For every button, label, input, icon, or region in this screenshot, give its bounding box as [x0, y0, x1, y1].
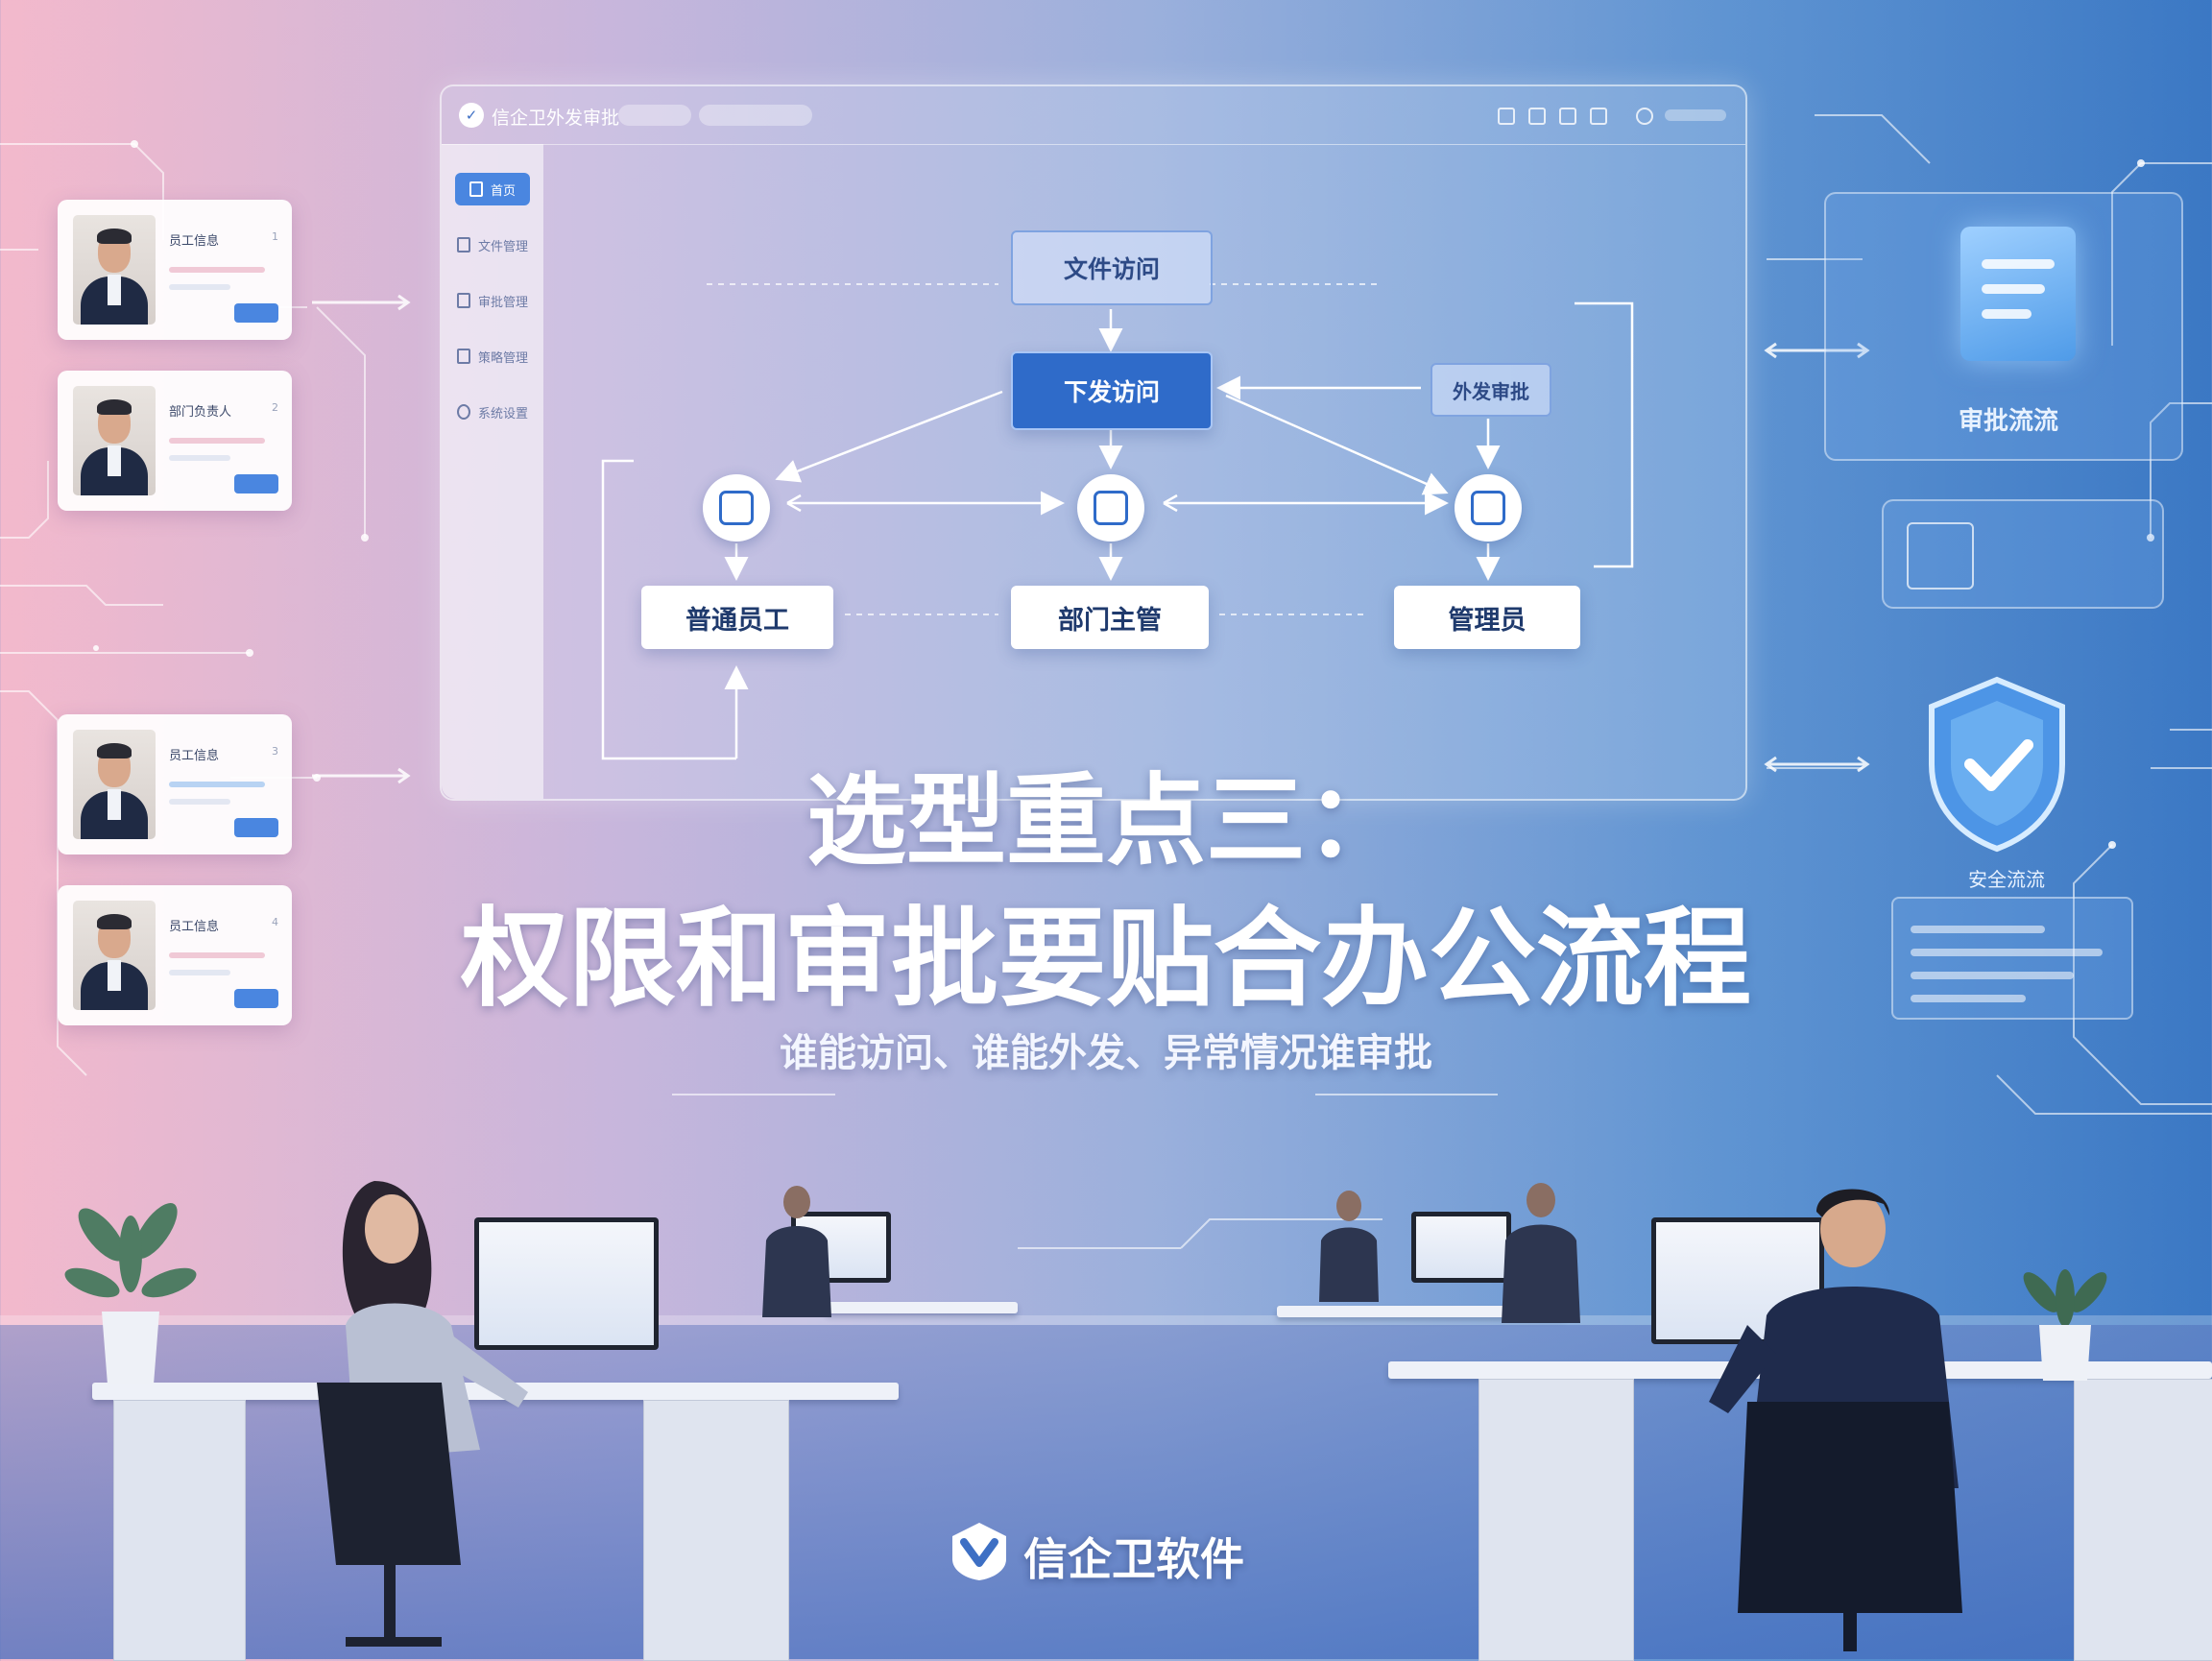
document-icon: [1960, 227, 2076, 361]
drawer-cabinet: [643, 1400, 789, 1661]
profile-action-button[interactable]: [234, 989, 278, 1008]
user-avatar-icon[interactable]: [1636, 108, 1653, 125]
chart-icon: [1907, 522, 1974, 590]
profile-card[interactable]: 员工信息 3: [58, 714, 292, 855]
home-icon: [469, 181, 483, 197]
profile-card[interactable]: 部门负责人 2: [58, 371, 292, 511]
headline-line2: 权限和审批要贴合办公流程: [461, 897, 1751, 1022]
chart-widget: [1882, 499, 2164, 609]
desk: [1277, 1306, 1565, 1317]
external-approval-node[interactable]: 外发审批: [1431, 363, 1551, 417]
window-title: 信企卫外发审批: [492, 108, 620, 129]
drawer-cabinet: [113, 1400, 246, 1661]
avatar: [73, 215, 156, 325]
profile-number: 1: [272, 230, 278, 243]
send-out-access-node[interactable]: 下发访问: [1011, 351, 1213, 430]
role-department-manager[interactable]: 部门主管: [1011, 586, 1209, 649]
subtitle: 谁能访问、谁能外发、异常情况谁审批: [780, 1031, 1432, 1075]
background-worker: [762, 1186, 831, 1317]
profile-name: 员工信息: [169, 234, 220, 249]
security-flow-label: 安全流流: [1968, 868, 2045, 891]
security-list-panel: [1891, 897, 2133, 1020]
approval-icon: [456, 293, 470, 308]
woman-at-desk: [317, 1181, 528, 1647]
drawer-cabinet: [2074, 1379, 2212, 1661]
brand-name: 信企卫软件: [1023, 1533, 1244, 1585]
avatar: [73, 901, 156, 1010]
profile-action-button[interactable]: [234, 303, 278, 323]
shield-check-icon: [1929, 676, 2065, 853]
background-worker: [1319, 1191, 1379, 1302]
man-at-desk: [1709, 1189, 1962, 1651]
admin-role-icon: [1455, 474, 1522, 542]
headline-line1: 选型重点三：: [805, 762, 1406, 879]
profile-card[interactable]: 员工信息 1: [58, 200, 292, 340]
profile-name: 部门负责人: [169, 405, 232, 420]
app-window: ✓ 信企卫外发审批 首页 文件管理 审批管理 策略管理 系统设置: [440, 84, 1747, 801]
address-pill[interactable]: [699, 105, 812, 126]
window-control-icon[interactable]: [1498, 108, 1515, 125]
gear-icon: [456, 404, 470, 420]
profile-name: 员工信息: [169, 920, 220, 934]
window-control-icon[interactable]: [1528, 108, 1546, 125]
background-worker: [1502, 1183, 1580, 1323]
potted-plant: [64, 1203, 197, 1384]
profile-number: 4: [272, 916, 278, 928]
manager-role-icon: [1077, 474, 1144, 542]
policy-icon: [456, 349, 470, 364]
role-administrator[interactable]: 管理员: [1394, 586, 1580, 649]
profile-action-button[interactable]: [234, 474, 278, 493]
monitor: [474, 1217, 659, 1350]
desk: [826, 1302, 1018, 1313]
window-titlebar: ✓ 信企卫外发审批: [442, 86, 1745, 145]
sidebar-item-approvals[interactable]: 审批管理: [455, 284, 530, 317]
sidebar-item-home[interactable]: 首页: [455, 173, 530, 205]
profile-number: 2: [272, 401, 278, 414]
profile-number: 3: [272, 745, 278, 758]
role-employee[interactable]: 普通员工: [641, 586, 833, 649]
profile-card[interactable]: 员工信息 4: [58, 885, 292, 1025]
app-logo-icon: ✓: [459, 103, 484, 128]
brand-logo-icon: [952, 1523, 1006, 1580]
avatar: [73, 730, 156, 839]
window-control-icon[interactable]: [1559, 108, 1576, 125]
profile-name: 员工信息: [169, 749, 220, 763]
sidebar-item-policies[interactable]: 策略管理: [455, 340, 530, 373]
drawer-cabinet: [1479, 1379, 1634, 1661]
user-menu[interactable]: [1665, 109, 1726, 121]
avatar: [73, 386, 156, 495]
sidebar: 首页 文件管理 审批管理 策略管理 系统设置: [442, 144, 543, 799]
approval-flow-label: 审批流流: [1959, 407, 2059, 436]
sidebar-item-settings[interactable]: 系统设置: [455, 396, 530, 428]
file-access-node[interactable]: 文件访问: [1011, 230, 1213, 305]
monitor: [1411, 1212, 1511, 1283]
window-control-icon[interactable]: [1590, 108, 1607, 125]
search-pill[interactable]: [618, 105, 691, 126]
profile-action-button[interactable]: [234, 818, 278, 837]
file-icon: [456, 237, 470, 253]
employee-role-icon: [703, 474, 770, 542]
potted-plant: [2023, 1269, 2107, 1381]
sidebar-item-files[interactable]: 文件管理: [455, 229, 530, 261]
